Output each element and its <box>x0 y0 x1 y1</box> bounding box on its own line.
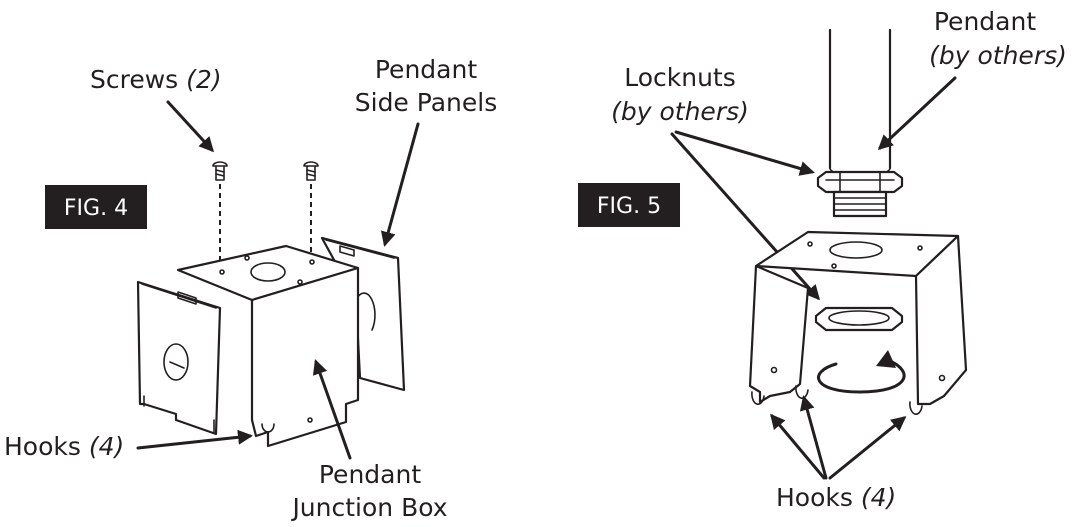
fig4-tag-background <box>45 185 147 229</box>
fig4-hooks-arrow <box>136 429 253 450</box>
fig5-locknuts-label-line1: Locknuts <box>624 63 736 92</box>
fig4-hooks-label: Hooks (4) <box>4 432 124 461</box>
fig4-junction-box-label-line1: Pendant <box>319 460 421 489</box>
left-side-panel <box>136 280 222 436</box>
fig5-pendant-label-line2: (by others) <box>929 41 1067 70</box>
fig5-pendant-arrow <box>877 76 957 151</box>
fig4-screws-qty: (2) <box>186 65 221 94</box>
pendant-pipe <box>828 28 892 177</box>
fig5-tag-background <box>578 183 680 227</box>
fig5-locknuts-arrow-upper <box>674 130 815 176</box>
fig4-side-panels-label-line1: Pendant <box>375 55 477 84</box>
fig5-hooks-arrow-middle <box>799 395 828 480</box>
fig5-hooks-text: Hooks <box>776 483 861 512</box>
fig4-panel: FIG. 4 Screws (2) Pendant Side Panels <box>4 55 497 522</box>
fig4-junction-box-label-line2: Junction Box <box>290 493 447 522</box>
fig4-junction-box-arrow <box>312 359 352 460</box>
fig5-tag: FIG. 5 <box>597 194 661 219</box>
fig5-hooks-label: Hooks (4) <box>776 483 896 512</box>
fig5-hooks-qty: (4) <box>861 483 896 512</box>
rotation-arrow-head <box>876 350 896 368</box>
fig5-hooks-arrow-right <box>828 416 907 480</box>
screw-right <box>303 161 319 181</box>
fig5-hooks-arrow-left <box>770 413 826 480</box>
screw-left <box>212 161 228 181</box>
fig4-hooks-text: Hooks <box>4 432 89 461</box>
rotation-arrow <box>817 358 906 394</box>
fig5-pendant-label-line1: Pendant <box>934 7 1036 36</box>
fig5-locknuts-label-line2: (by others) <box>611 97 749 126</box>
fig4-side-panels-arrow <box>380 122 420 247</box>
lower-locknut <box>814 306 904 332</box>
fig4-screws-label: Screws (2) <box>90 65 222 94</box>
fig4-tag: FIG. 4 <box>64 196 128 221</box>
fig4-screws-arrow <box>166 100 215 153</box>
fig4-hooks-qty: (4) <box>89 432 124 461</box>
fig5-locknuts-arrow-lower <box>670 132 820 301</box>
upper-locknut <box>816 170 904 218</box>
fig4-screws-text: Screws <box>90 65 186 94</box>
fig5-panel: FIG. 5 Pendant (by others) Locknuts (by … <box>578 7 1067 512</box>
fig5-junction-box <box>748 230 968 415</box>
fig4-side-panels-label-line2: Side Panels <box>355 88 497 117</box>
